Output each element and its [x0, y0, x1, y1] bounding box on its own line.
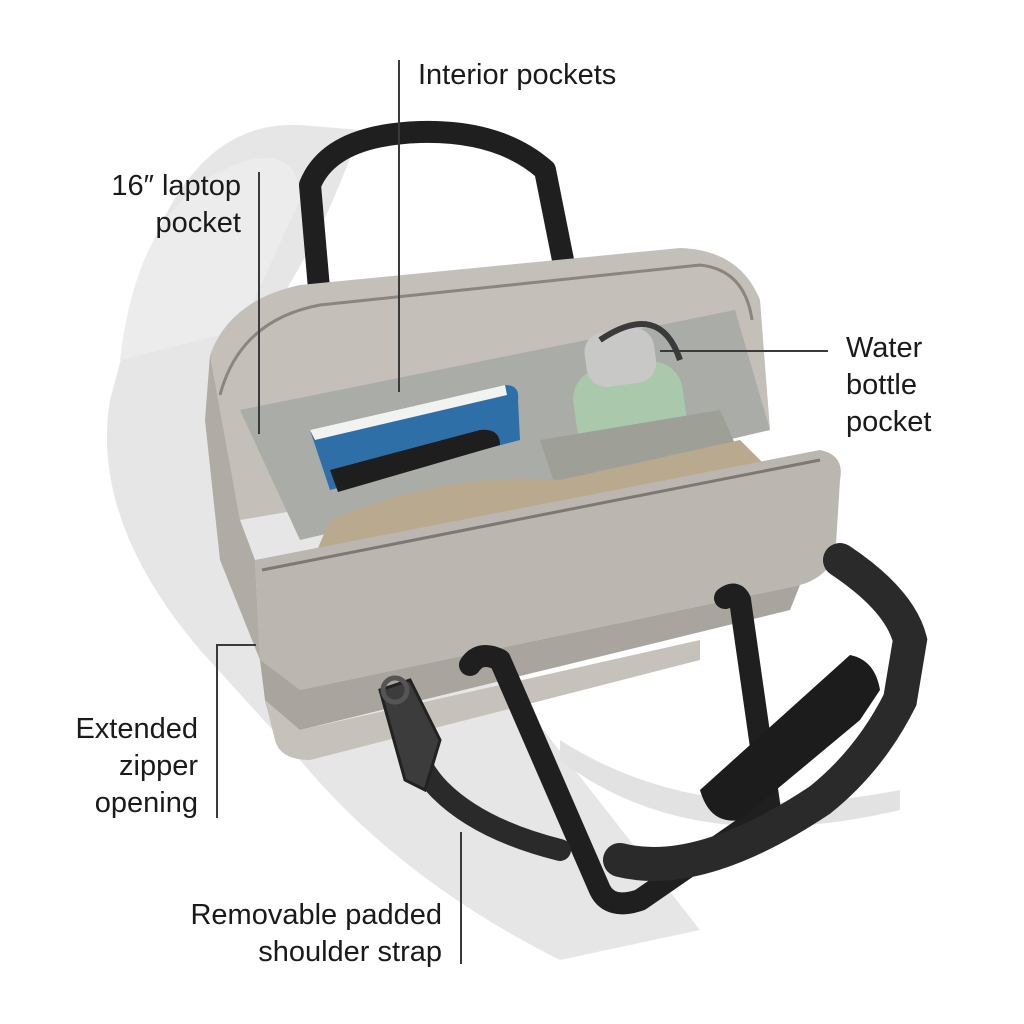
callout-line: 16″ laptop: [111, 170, 241, 202]
leader-shoulder-strap: [460, 832, 462, 964]
callout-line: opening: [94, 787, 198, 819]
callout-line: Removable padded: [190, 899, 442, 931]
leader-laptop-pocket: [258, 172, 260, 434]
callout-line: pocket: [846, 406, 932, 438]
zipper-back: [218, 263, 754, 396]
bag-side: [205, 355, 260, 660]
callout-shoulder-strap: Removable padded shoulder strap: [190, 897, 442, 971]
callout-line: pocket: [155, 207, 241, 239]
bag-front-panel: [255, 450, 841, 690]
callout-line: Extended: [75, 713, 198, 745]
callout-line: shoulder strap: [258, 936, 442, 968]
callout-extended-zipper: Extended zipper opening: [75, 711, 198, 822]
callout-line: zipper: [119, 750, 198, 782]
handle-shadow: [120, 158, 300, 360]
water-bottle-loop: [598, 321, 683, 361]
leader-interior-pockets: [398, 60, 400, 392]
clip-ring: [380, 675, 410, 705]
leader-water-bottle-pocket: [660, 350, 828, 352]
leader-extended-zipper-horizontal: [216, 644, 256, 646]
back-handle: [299, 120, 576, 311]
callout-line: bottle: [846, 369, 917, 401]
callout-line: Water: [846, 332, 923, 364]
callout-laptop-pocket: 16″ laptop pocket: [111, 168, 241, 242]
notebook-pages: [310, 385, 507, 440]
bag-bottom: [265, 640, 700, 760]
callout-water-bottle-pocket: Water bottle pocket: [846, 330, 931, 441]
leader-extended-zipper-vertical: [216, 644, 218, 818]
zipper-front: [261, 458, 821, 572]
front-handle: [459, 583, 781, 915]
water-bottle-cap: [584, 327, 657, 387]
callout-interior-pockets: Interior pockets: [418, 57, 616, 94]
strap-pad: [700, 655, 880, 821]
callout-line: Interior pockets: [418, 59, 617, 91]
shoulder-strap: [603, 543, 928, 881]
phone: [330, 429, 500, 492]
